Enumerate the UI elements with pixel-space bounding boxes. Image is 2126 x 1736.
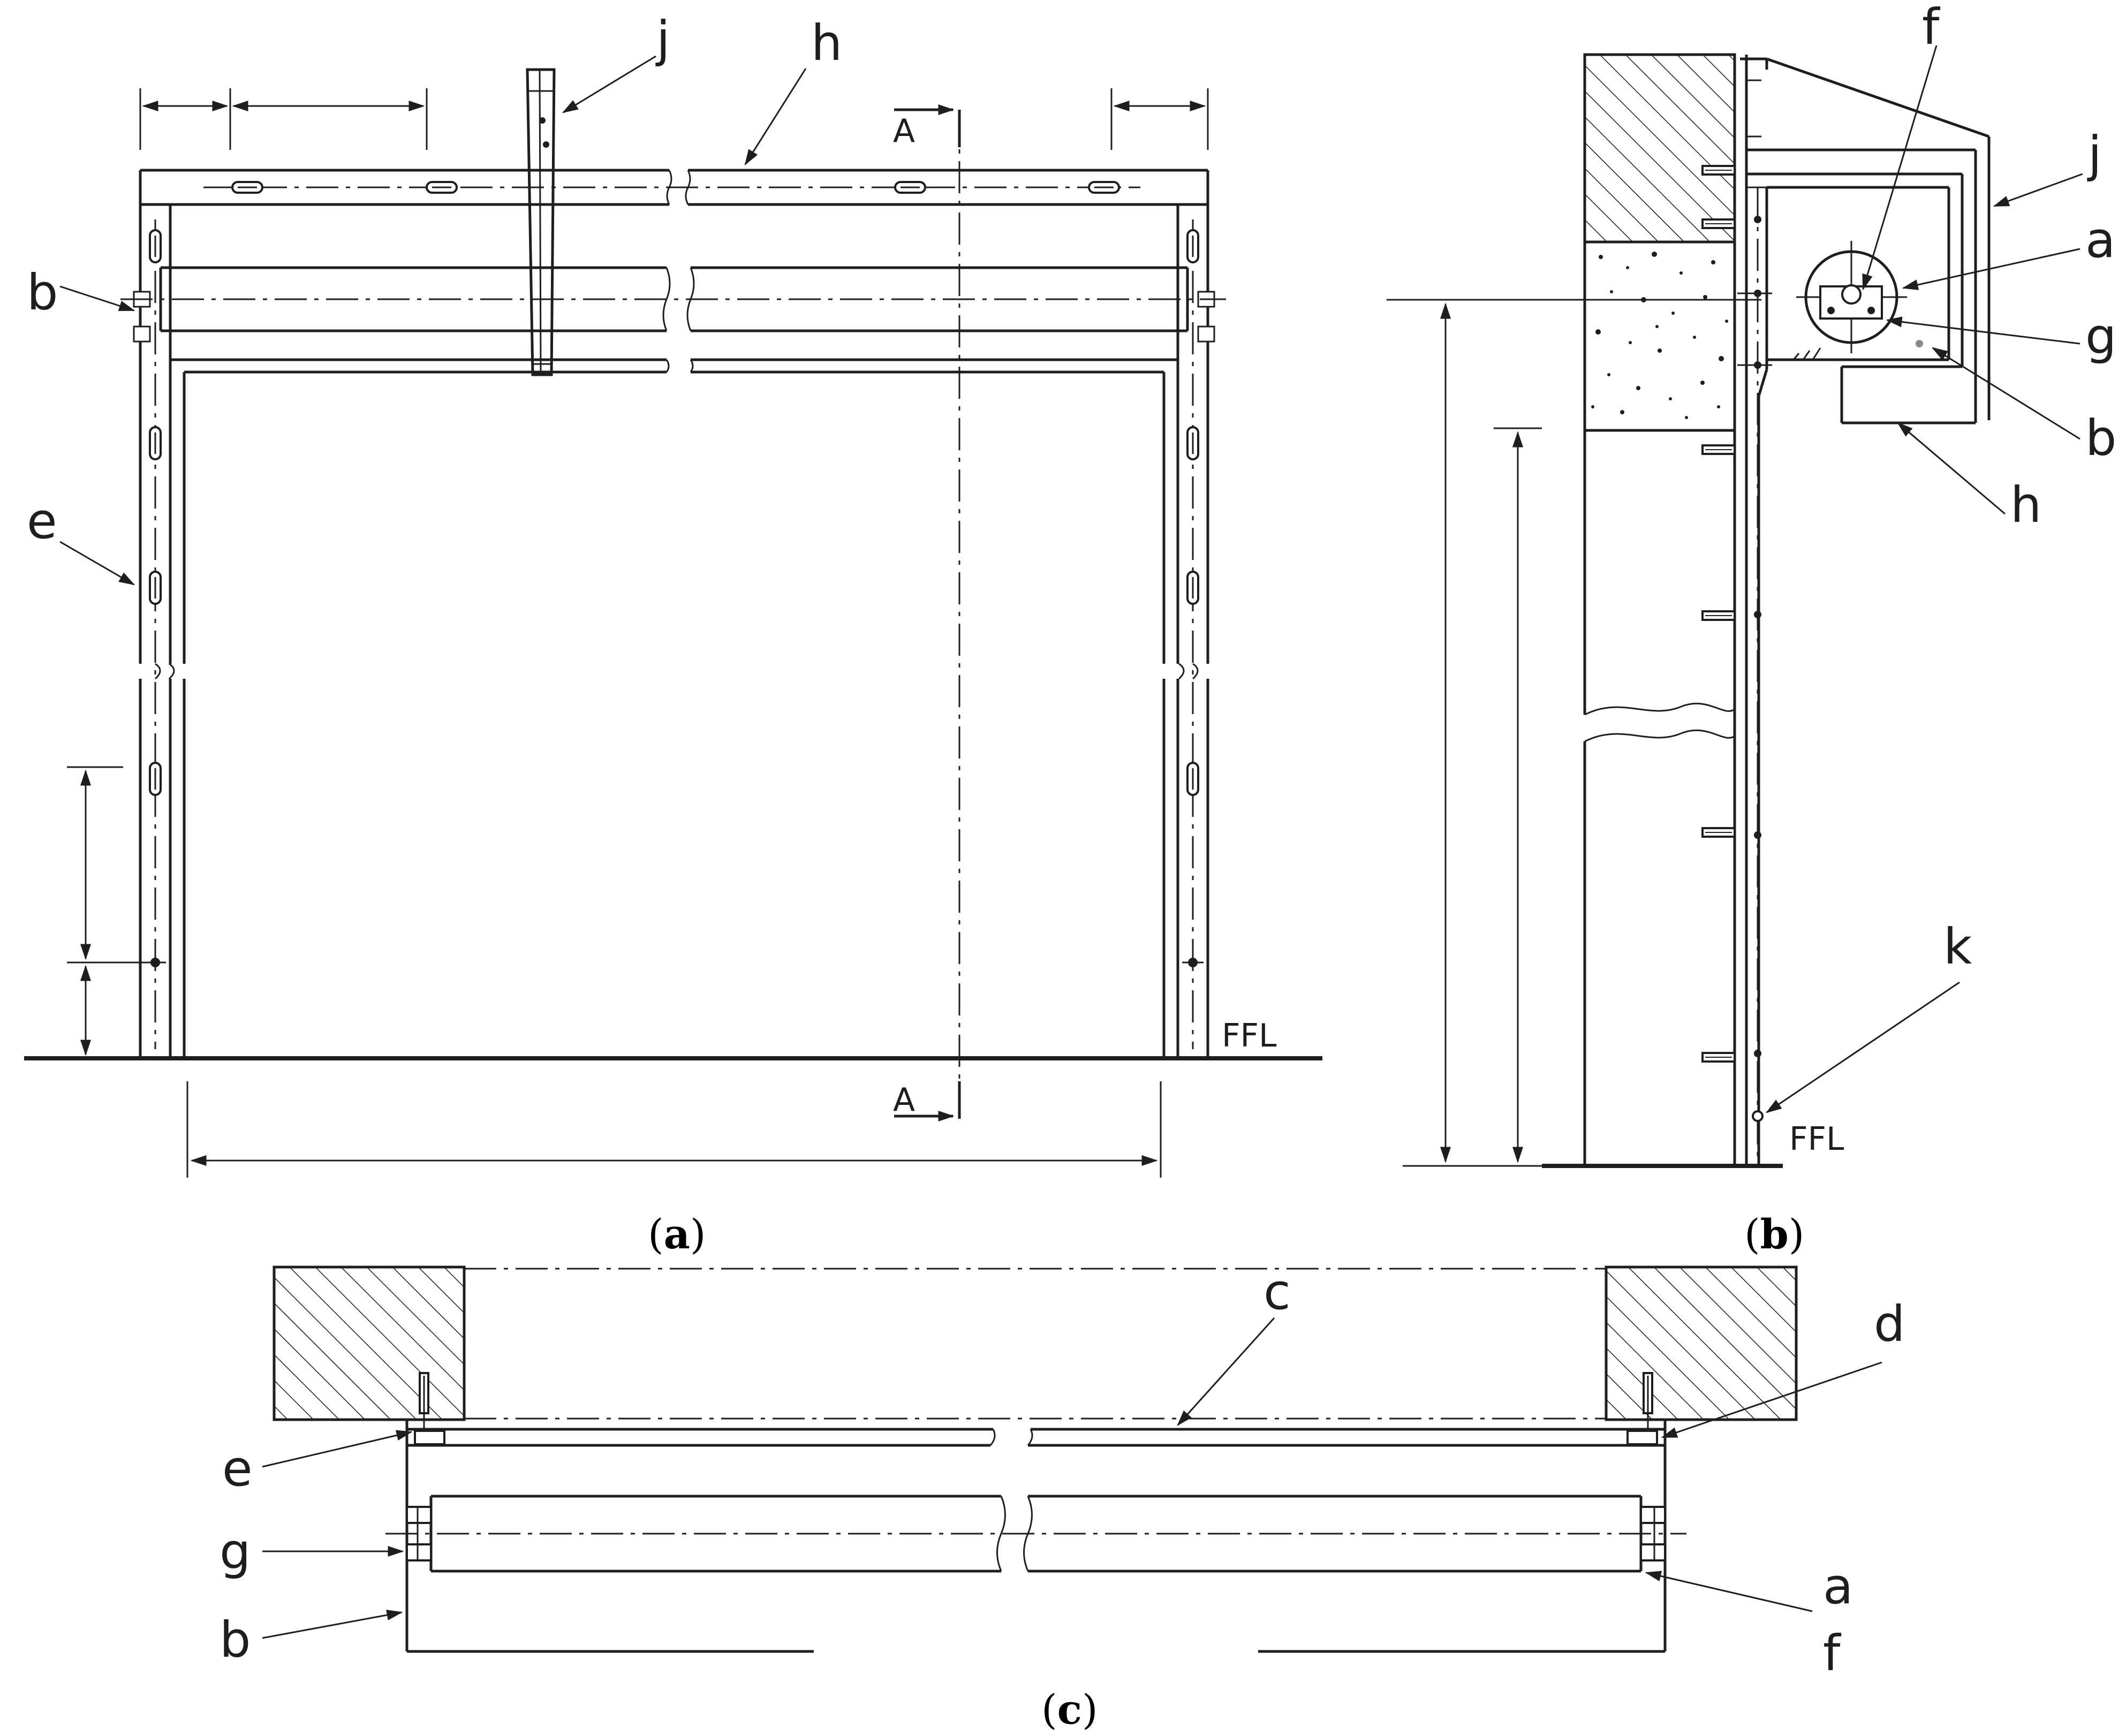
concrete-stipple — [1591, 252, 1728, 419]
rail-slot — [1186, 762, 1199, 796]
leader-d — [1661, 1361, 1882, 1438]
caption-a-letter: a — [664, 1210, 690, 1258]
roller-tube — [120, 266, 1226, 332]
label-j: j — [2087, 126, 2102, 183]
wall-lintel — [1583, 53, 1736, 244]
rail-slot — [149, 229, 162, 263]
wall-anchors — [1701, 79, 1761, 1063]
guide-channel — [407, 1428, 1665, 1447]
leader-k — [1765, 981, 1960, 1113]
label-c: c — [1264, 1263, 1291, 1321]
label-j: j — [655, 11, 670, 68]
outer-frame — [405, 1419, 1667, 1653]
concrete-block — [1583, 240, 1736, 432]
left-guide-rail — [133, 204, 186, 1058]
label-b: b — [220, 1611, 251, 1669]
dimension-lines-b — [1387, 299, 1761, 1167]
rail-slot — [231, 181, 263, 194]
rail-slot — [1186, 229, 1199, 263]
leader-g — [1886, 316, 2080, 345]
section-marker-bottom: A — [893, 1081, 915, 1119]
section-marker-top: A — [893, 112, 915, 150]
leader-a-f — [1645, 1571, 1813, 1612]
rail-slot — [894, 181, 926, 194]
rail-slot — [1186, 426, 1199, 460]
head-rail — [139, 169, 1209, 206]
bracket-j — [526, 68, 556, 376]
wall-left — [273, 1265, 466, 1421]
label-b: b — [27, 264, 58, 321]
view-b-section-a-a: FFL f j a g b h k — [1387, 0, 2116, 1168]
rail-slot — [426, 181, 458, 194]
leader-j — [1993, 173, 2083, 207]
view-c-plan: c d e g b a f — [220, 1263, 1905, 1682]
rail-slot — [149, 571, 162, 605]
roller-tube-c — [385, 1495, 1686, 1573]
rail-slot — [1186, 571, 1199, 605]
leader-h — [1897, 422, 2006, 515]
leader-b — [1931, 347, 2080, 440]
wall-right — [1605, 1265, 1798, 1421]
bracket-j-profile — [1740, 57, 1991, 420]
bearings — [406, 1506, 1666, 1561]
caption-c-letter: c — [1057, 1686, 1082, 1733]
leader-e — [262, 1430, 413, 1468]
leader-e — [59, 541, 135, 586]
leader-b — [262, 1610, 403, 1639]
right-guide-rail — [1162, 204, 1215, 1058]
label-f: f — [1922, 0, 1941, 56]
caption-a: (a) — [648, 1210, 706, 1258]
floor-label-b: FFL — [1789, 1120, 1844, 1158]
leader-j — [562, 55, 656, 113]
label-a: a — [1823, 1558, 1853, 1615]
leader-b — [59, 285, 135, 312]
section-line-a: A A — [893, 104, 961, 1121]
view-a-front-elevation: A A FFL j h b — [24, 11, 1322, 1178]
leader-h — [744, 68, 807, 166]
caption-b: (b) — [1744, 1210, 1804, 1258]
label-h: h — [811, 14, 842, 72]
label-g: g — [220, 1523, 251, 1580]
label-a: a — [2085, 211, 2115, 269]
rail-slot — [149, 762, 162, 796]
leader-a — [1902, 248, 2080, 290]
wall-anchors-c — [419, 1372, 1653, 1445]
caption-c: (c) — [1041, 1686, 1098, 1733]
label-h: h — [2010, 476, 2041, 534]
label-e: e — [222, 1440, 253, 1497]
label-f: f — [1823, 1625, 1842, 1682]
roller-end-cap — [1796, 241, 1907, 353]
guide-rail-profile — [1733, 55, 1772, 1164]
label-g: g — [2085, 308, 2116, 365]
floor-label: FFL — [1222, 1017, 1277, 1055]
dimension-lines — [67, 88, 1209, 1178]
rail-slot — [1088, 181, 1120, 194]
leader-f — [1862, 45, 1938, 291]
label-b: b — [2085, 410, 2116, 467]
leader-c — [1177, 1317, 1275, 1426]
inner-frame — [170, 358, 1178, 418]
label-e: e — [27, 492, 57, 550]
caption-b-letter: b — [1760, 1210, 1789, 1258]
label-k: k — [1943, 918, 1972, 975]
label-d: d — [1874, 1295, 1905, 1353]
rail-slot — [149, 426, 162, 460]
